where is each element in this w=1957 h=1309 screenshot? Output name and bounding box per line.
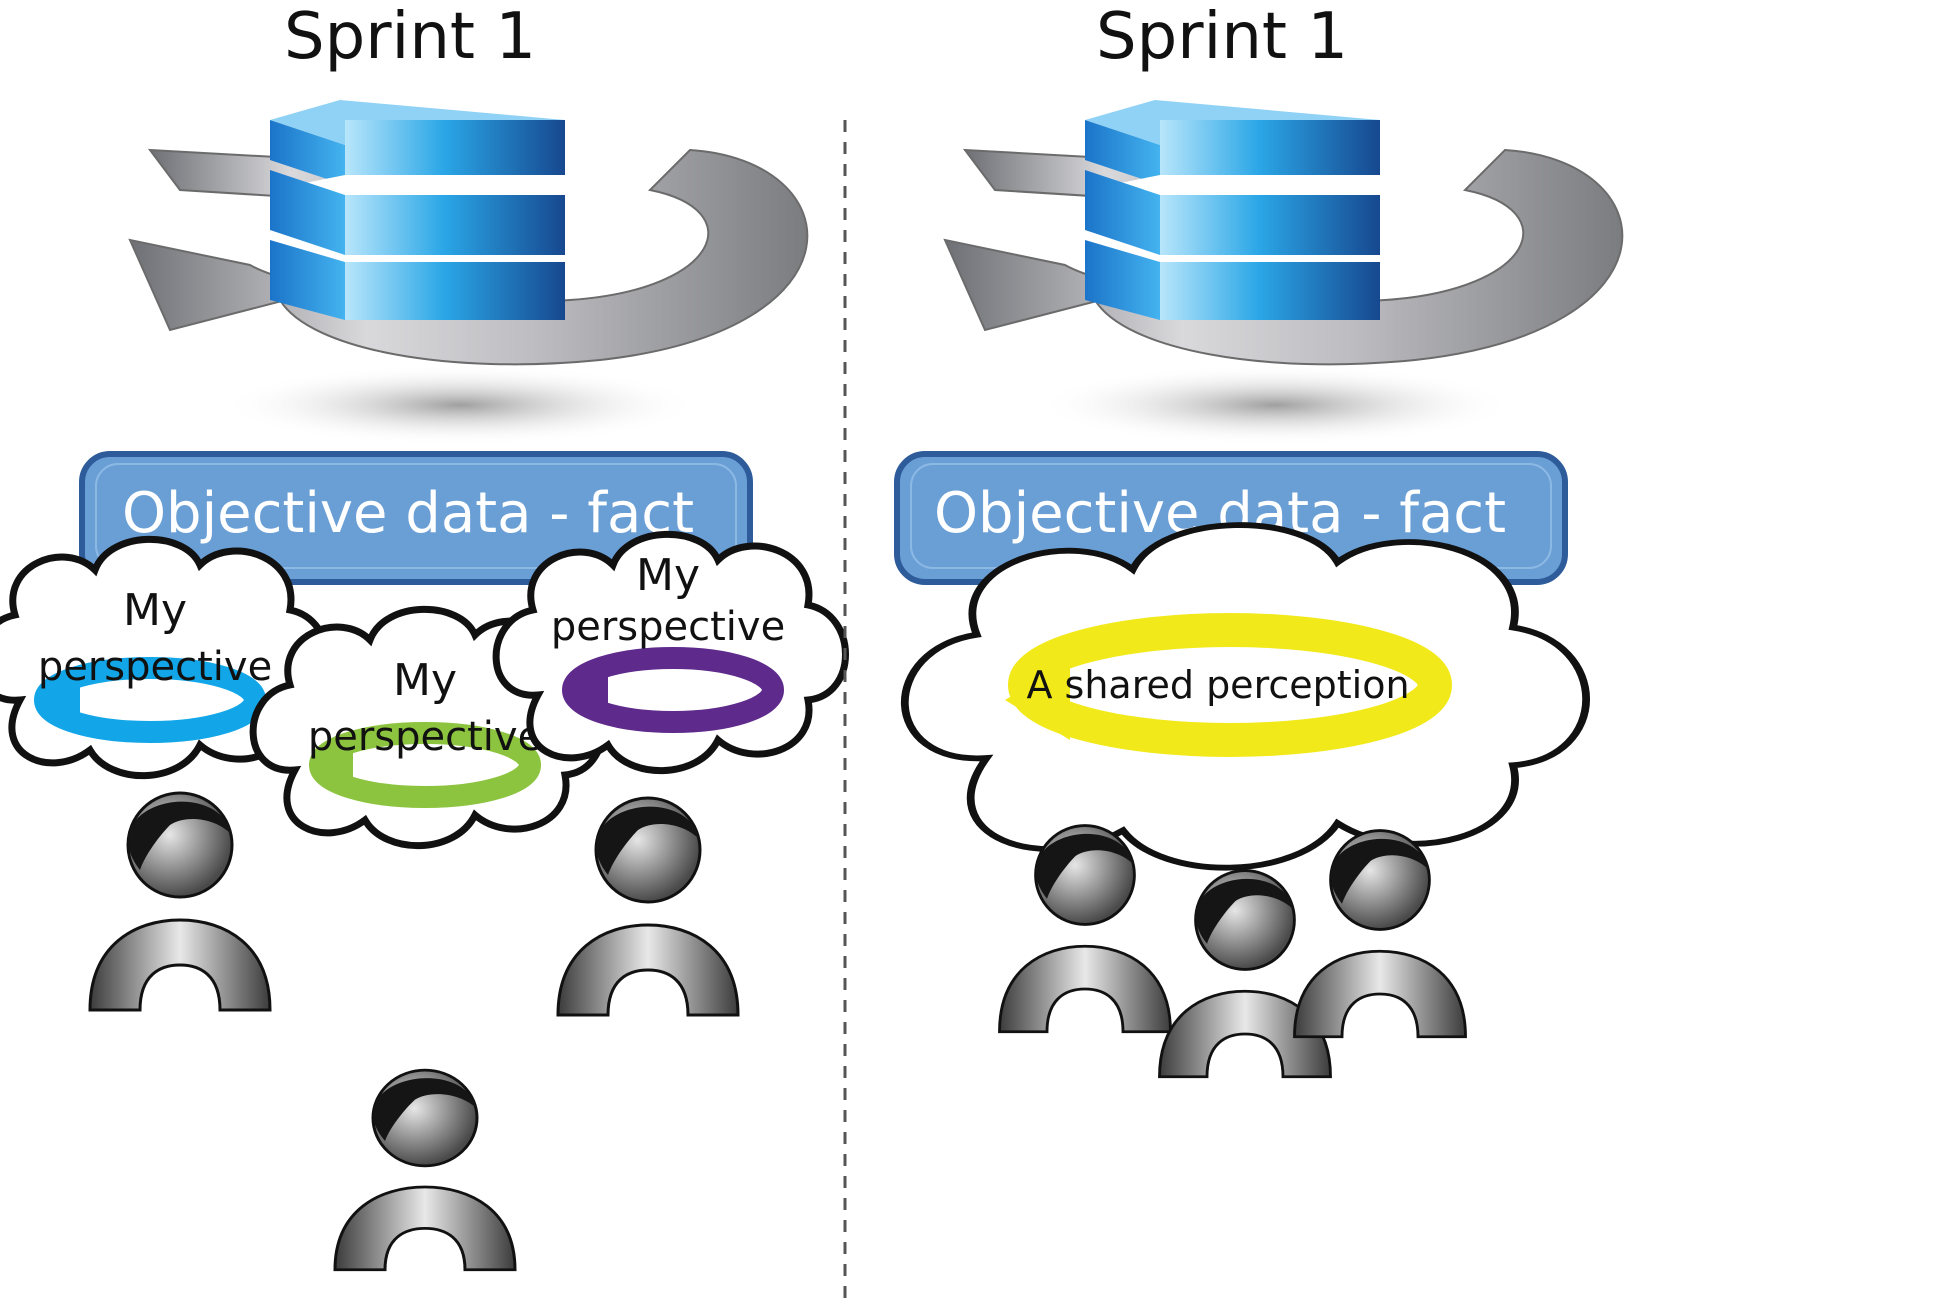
purple-cycle-arrow-icon [562, 647, 784, 733]
bubble-3-line1: My [636, 550, 700, 601]
yellow-cycle-arrow-icon [1005, 613, 1452, 757]
bubble-1-line2: perspective [38, 644, 272, 690]
left-banner-text: Objective data - fact [122, 481, 694, 546]
thought-bubble-1: My perspective [0, 539, 328, 775]
bubble-1-line1: My [123, 585, 187, 636]
bubble-2-line2: perspective [308, 714, 542, 760]
person-6 [1293, 829, 1467, 1039]
bubble-2-line1: My [393, 655, 457, 706]
person-5 [1158, 869, 1332, 1079]
right-panel: Sprint 1 Objective data - fact A shared … [894, 0, 1624, 1079]
thought-bubble-3: My perspective [496, 534, 845, 770]
blue-cycle-arrow-icon [34, 657, 266, 743]
person-1 [88, 791, 272, 1012]
left-sprint-cycle-icon [129, 99, 809, 446]
bubble-3-line2: perspective [551, 604, 785, 650]
person-3 [556, 796, 740, 1017]
thought-bubble-2: My perspective [253, 609, 602, 845]
right-sprint-title: Sprint 1 [1096, 0, 1348, 74]
left-panel: Sprint 1 Objective data - fact My perspe… [0, 0, 846, 1272]
left-sprint-title: Sprint 1 [284, 0, 536, 74]
person-2 [333, 1068, 517, 1272]
person-4 [998, 824, 1172, 1034]
right-sprint-cycle-icon [944, 99, 1624, 446]
shared-perception-text: A shared perception [1026, 663, 1409, 707]
green-cycle-arrow-icon [309, 722, 541, 808]
